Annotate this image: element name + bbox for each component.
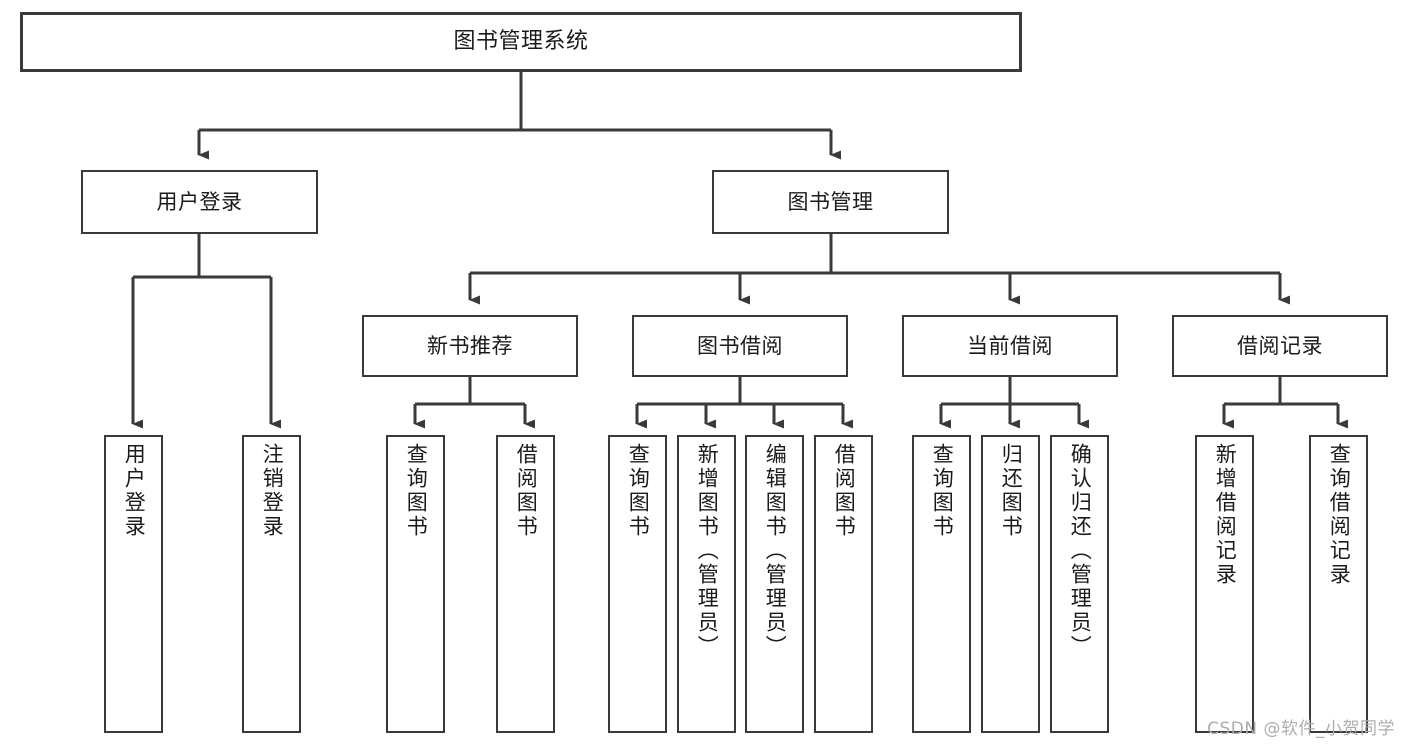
node-root-book-management-system[interactable]: 图书管理系统: [20, 12, 1022, 72]
node-label: 图书管理系统: [453, 29, 589, 55]
node-label: 用户登录: [122, 443, 147, 539]
node-label: 查询图书: [930, 443, 955, 539]
node-label: 查询图书: [626, 443, 651, 539]
node-label: 借阅记录: [1237, 333, 1323, 358]
node-label: 编辑图书（管理员）: [763, 443, 788, 659]
node-label: 归还图书: [999, 443, 1024, 539]
node-label: 确认归还（管理员）: [1068, 443, 1093, 659]
node-book-management[interactable]: 图书管理: [712, 170, 949, 234]
leaf-node-edit-book-admin[interactable]: 编辑图书（管理员）: [745, 435, 804, 733]
node-label: 借阅图书: [514, 443, 539, 539]
node-label: 借阅图书: [832, 443, 857, 539]
leaf-node-borrow-book-borrowing[interactable]: 借阅图书: [814, 435, 873, 733]
leaf-node-query-borrowing-record[interactable]: 查询借阅记录: [1309, 435, 1368, 733]
node-user-login[interactable]: 用户登录: [81, 170, 318, 234]
node-label: 新书推荐: [427, 333, 513, 358]
node-book-borrowing[interactable]: 图书借阅: [632, 315, 848, 377]
node-label: 查询图书: [404, 443, 429, 539]
csdn-watermark: CSDN @软件_小贺同学: [1207, 719, 1395, 739]
node-label: 查询借阅记录: [1327, 443, 1352, 587]
leaf-node-query-book-recommendation[interactable]: 查询图书: [386, 435, 445, 733]
node-label: 图书管理: [787, 189, 874, 214]
node-current-borrowing[interactable]: 当前借阅: [902, 315, 1118, 377]
leaf-node-borrow-book-recommendation[interactable]: 借阅图书: [496, 435, 555, 733]
node-label: 用户登录: [156, 189, 243, 214]
leaf-node-user-logout[interactable]: 注销登录: [242, 435, 301, 733]
node-new-book-recommendation[interactable]: 新书推荐: [362, 315, 578, 377]
leaf-node-user-login[interactable]: 用户登录: [104, 435, 163, 733]
leaf-node-return-book[interactable]: 归还图书: [981, 435, 1040, 733]
leaf-node-confirm-return-admin[interactable]: 确认归还（管理员）: [1050, 435, 1109, 733]
leaf-node-query-book-current[interactable]: 查询图书: [912, 435, 971, 733]
leaf-node-add-book-admin[interactable]: 新增图书（管理员）: [677, 435, 736, 733]
node-label: 注销登录: [260, 443, 285, 539]
node-label: 新增借阅记录: [1213, 443, 1238, 587]
node-label: 图书借阅: [697, 333, 783, 358]
leaf-node-add-borrowing-record[interactable]: 新增借阅记录: [1195, 435, 1254, 733]
node-borrowing-record[interactable]: 借阅记录: [1172, 315, 1388, 377]
node-label: 当前借阅: [967, 333, 1053, 358]
leaf-node-query-book-borrowing[interactable]: 查询图书: [608, 435, 667, 733]
node-label: 新增图书（管理员）: [695, 443, 720, 659]
